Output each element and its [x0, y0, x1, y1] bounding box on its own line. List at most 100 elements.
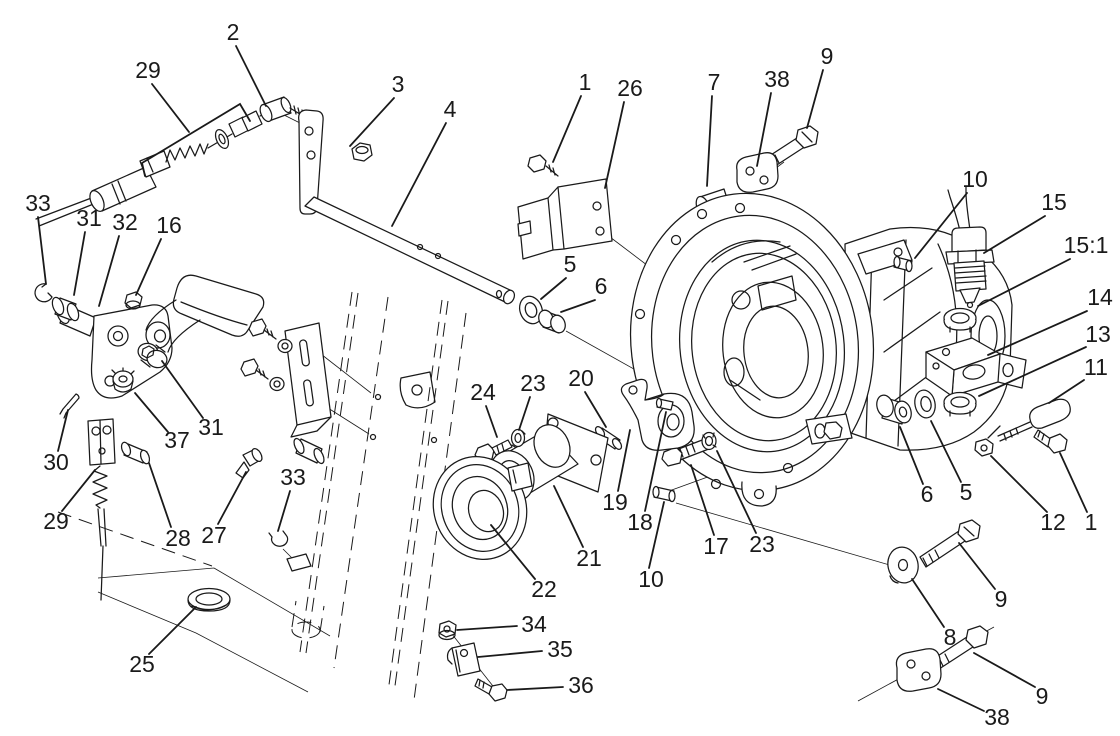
- leader-line-33: [37, 216, 47, 285]
- callout-label-17-26: 17: [703, 533, 729, 559]
- leader-line-23: [518, 396, 531, 431]
- part-18-pin: [655, 397, 674, 411]
- leader-line-9: [973, 652, 1036, 688]
- callout-label-1-4: 1: [579, 69, 592, 95]
- bracket-screw: [240, 358, 259, 377]
- leader-line-16: [135, 238, 162, 296]
- part-16-nut: [124, 291, 143, 310]
- callout-label-36-45: 36: [568, 672, 594, 698]
- callout-label-23-22: 23: [520, 370, 546, 396]
- leader-line-1: [552, 95, 582, 163]
- part-12-nut: [974, 438, 994, 457]
- part-23-lockwasher-right: [701, 431, 717, 451]
- callout-label-29-1: 29: [135, 57, 161, 83]
- leader-line-34: [456, 625, 518, 631]
- callout-label-23-27: 23: [749, 531, 775, 557]
- leader-line-38: [937, 688, 985, 712]
- part-29-cable-assembly: [35, 106, 275, 227]
- part-10-pin-right: [893, 255, 913, 273]
- part-10-pin-lower: [652, 485, 676, 503]
- callout-label-9-48: 9: [1036, 683, 1049, 709]
- frame-tab: [399, 371, 436, 409]
- callout-label-7-6: 7: [708, 69, 721, 95]
- leader-line-22: [490, 524, 536, 580]
- callout-label-2-0: 2: [227, 19, 240, 45]
- part-25-grommet: [187, 587, 231, 612]
- callout-label-16-18: 16: [156, 212, 182, 238]
- callout-label-9-8: 9: [821, 43, 834, 69]
- part-31-bushing-upper: [51, 296, 80, 322]
- callout-label-35-44: 35: [547, 636, 573, 662]
- callout-label-32-17: 32: [112, 209, 138, 235]
- leader-line-24: [485, 405, 498, 438]
- leader-line-8: [911, 578, 945, 628]
- leader-line-2: [235, 45, 267, 107]
- callout-label-9-47: 9: [995, 586, 1008, 612]
- slotted-bracket: [240, 318, 332, 465]
- leader-line-20: [584, 391, 607, 428]
- leader-line-6: [899, 426, 924, 485]
- callout-label-28-37: 28: [165, 525, 191, 551]
- part-27-push-pin: [235, 447, 263, 479]
- callout-label-5-19: 5: [564, 251, 577, 277]
- leader-line-25: [148, 606, 197, 655]
- part-32-pedal-assembly: [56, 274, 265, 399]
- part-28-clevis-pin: [120, 441, 151, 465]
- callout-label-38-49: 38: [984, 704, 1010, 730]
- leader-line-15:1: [977, 258, 1071, 307]
- part-29-lower-cable-clevis: [87, 418, 116, 601]
- part-1-bolt-top: [527, 154, 559, 177]
- leader-line-35: [477, 650, 543, 658]
- leader-line-28: [148, 462, 172, 528]
- callout-label-15:1-11: 15:1: [1064, 232, 1109, 258]
- callout-label-19-24: 19: [602, 489, 628, 515]
- callout-label-34-43: 34: [521, 611, 547, 637]
- callout-label-10-9: 10: [962, 166, 988, 192]
- leader-line-1: [1059, 452, 1088, 513]
- part-6-bushing-right: [876, 394, 912, 425]
- leader-line-18: [644, 411, 667, 512]
- leader-line-7: [706, 95, 713, 187]
- leader-line-12: [990, 455, 1048, 513]
- leader-line-9: [958, 542, 996, 590]
- leader-line-5: [930, 420, 962, 483]
- callout-label-3-2: 3: [392, 71, 405, 97]
- part-5-washer-center: [518, 295, 544, 325]
- callout-label-22-42: 22: [531, 576, 557, 602]
- callout-label-5-30: 5: [960, 479, 973, 505]
- callout-label-4-3: 4: [444, 96, 457, 122]
- part-36-bolt: [474, 678, 508, 702]
- part-38-plate-top: [736, 152, 779, 193]
- callout-label-13-13: 13: [1085, 321, 1111, 347]
- leader-line-9: [806, 69, 824, 129]
- leader-line-31: [73, 231, 86, 296]
- callout-label-30-35: 30: [43, 449, 69, 475]
- leader-line-32: [98, 235, 120, 307]
- callout-label-6-29: 6: [921, 481, 934, 507]
- callout-label-1-32: 1: [1085, 509, 1098, 535]
- leader-line-10: [648, 501, 665, 569]
- leader-line-29: [151, 83, 190, 133]
- part-15-safety-switch: [945, 185, 995, 309]
- callout-label-31-34: 31: [198, 414, 224, 440]
- part-33-eclip-center: [268, 530, 312, 572]
- leader-line-36: [506, 686, 564, 691]
- frame-panel-outline: [57, 291, 467, 701]
- leader-line-17: [690, 464, 715, 536]
- callout-label-33-39: 33: [280, 464, 306, 490]
- callout-label-12-31: 12: [1040, 509, 1066, 535]
- leader-bracket-29: [140, 102, 251, 177]
- callout-label-6-20: 6: [595, 273, 608, 299]
- callout-label-24-21: 24: [470, 379, 496, 405]
- leader-line-layer: [37, 45, 1088, 712]
- part-6-bushing-center: [538, 309, 566, 334]
- leader-line-11: [1048, 379, 1085, 404]
- callout-label-26-5: 26: [617, 75, 643, 101]
- leader-line-3: [349, 97, 395, 147]
- callout-label-31-16: 31: [76, 205, 102, 231]
- part-31-bushing-lower: [137, 342, 168, 369]
- callout-label-21-41: 21: [576, 545, 602, 571]
- part-35-clip: [446, 642, 481, 677]
- part-26-bracket: [517, 178, 613, 260]
